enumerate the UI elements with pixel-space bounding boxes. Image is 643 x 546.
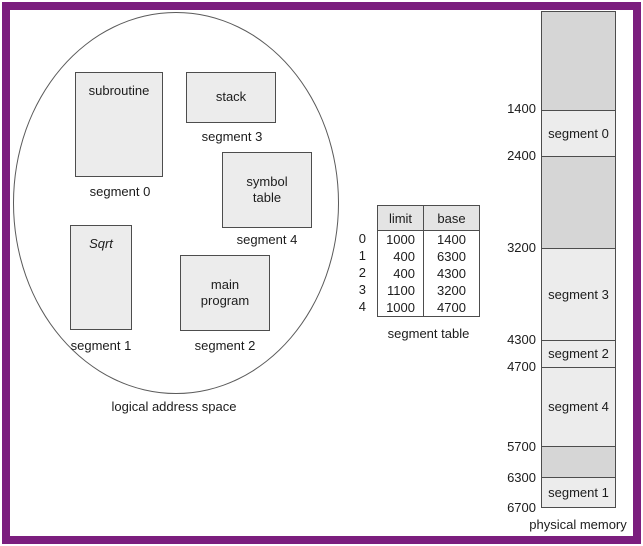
base-value: 4300 — [437, 266, 466, 281]
physical-memory-caption: physical memory — [529, 517, 627, 532]
physical-segment-2-label: segment 2 — [548, 346, 609, 362]
physical-segment-4-label: segment 4 — [548, 399, 609, 415]
subroutine-box: subroutine — [75, 72, 163, 177]
limit-value: 1000 — [378, 231, 424, 248]
segment-table-header: limit base — [378, 206, 479, 231]
base-column-header: base — [437, 210, 466, 226]
symbol-table-label: symbol table — [246, 173, 288, 205]
memory-address-label: 3200 — [507, 240, 536, 255]
memory-address-label: 6300 — [507, 470, 536, 485]
symbol-table-box: symbol table — [222, 152, 312, 228]
base-value: 4700 — [437, 300, 466, 315]
segment-1-caption: segment 1 — [70, 338, 132, 353]
segment-3-caption: segment 3 — [201, 129, 263, 144]
sqrt-label: Sqrt — [89, 236, 113, 251]
stack-box: stack — [186, 72, 276, 123]
table-row: 400 4300 — [378, 265, 479, 282]
main-program-label: main program — [200, 276, 250, 308]
segment-index: 0 — [358, 231, 366, 246]
physical-segment-3-label: segment 3 — [548, 286, 609, 302]
sqrt-box: Sqrt — [70, 225, 132, 330]
physical-segment-3: segment 3 — [542, 248, 615, 340]
memory-address-label: 4300 — [507, 332, 536, 347]
segment-0-caption: segment 0 — [89, 184, 151, 199]
base-value: 1400 — [437, 232, 466, 247]
physical-memory-column: segment 0 segment 3 segment 2 segment 4 … — [541, 11, 616, 508]
physical-segment-2: segment 2 — [542, 339, 615, 367]
physical-segment-0: segment 0 — [542, 109, 615, 157]
segment-index: 2 — [358, 265, 366, 280]
memory-address-label: 1400 — [507, 101, 536, 116]
base-value: 3200 — [437, 283, 466, 298]
limit-value: 400 — [378, 248, 424, 265]
memory-address-label: 5700 — [507, 439, 536, 454]
table-row: 1000 4700 — [378, 299, 479, 316]
memory-address-label: 4700 — [507, 359, 536, 374]
logical-address-space-caption: logical address space — [111, 399, 237, 414]
stack-label: stack — [215, 89, 247, 105]
limit-column-header: limit — [378, 206, 424, 230]
segment-4-caption: segment 4 — [236, 232, 298, 247]
segment-index: 1 — [358, 248, 366, 263]
physical-segment-4: segment 4 — [542, 366, 615, 447]
segment-index: 4 — [358, 299, 366, 314]
table-row: 1100 3200 — [378, 282, 479, 299]
physical-segment-0-label: segment 0 — [548, 126, 609, 141]
base-value: 6300 — [437, 249, 466, 264]
subroutine-label: subroutine — [88, 83, 150, 98]
segment-table: limit base 1000 1400 400 6300 400 4300 1… — [377, 205, 480, 317]
main-program-box: main program — [180, 255, 270, 331]
table-row: 1000 1400 — [378, 231, 479, 248]
limit-value: 1000 — [378, 299, 424, 316]
segment-index: 3 — [358, 282, 366, 297]
unused-memory-region — [542, 156, 615, 249]
segment-table-caption: segment table — [387, 326, 470, 341]
memory-address-label: 2400 — [507, 148, 536, 163]
physical-segment-1: segment 1 — [542, 477, 615, 507]
limit-value: 400 — [378, 265, 424, 282]
unused-memory-region — [542, 12, 615, 110]
memory-address-label: 6700 — [507, 500, 536, 515]
table-row: 400 6300 — [378, 248, 479, 265]
physical-segment-1-label: segment 1 — [548, 485, 609, 501]
limit-value: 1100 — [378, 282, 424, 299]
unused-memory-region — [542, 446, 615, 478]
segment-2-caption: segment 2 — [194, 338, 256, 353]
segment-table-indices: 0 1 2 3 4 — [348, 230, 366, 315]
logical-address-space-outline — [13, 12, 339, 394]
